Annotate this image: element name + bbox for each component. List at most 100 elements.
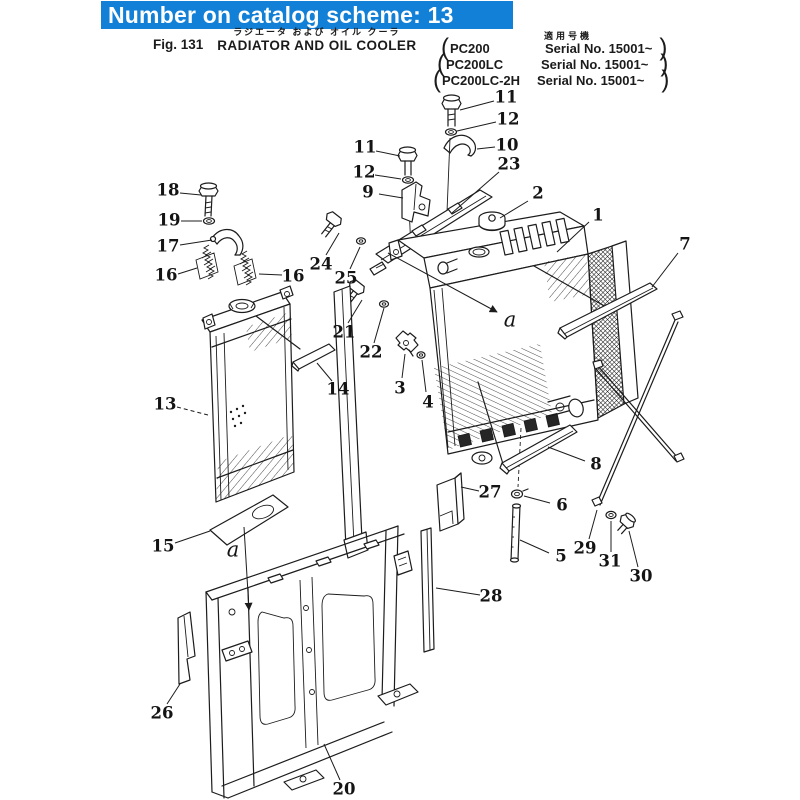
strap-17 — [211, 229, 243, 255]
part-callout-29: 29 — [574, 539, 597, 558]
bracket-26 — [178, 612, 195, 684]
leader-line — [520, 540, 549, 553]
radiator-cap — [479, 212, 505, 231]
leader-line — [452, 172, 499, 213]
leader-line — [375, 175, 401, 179]
leader-line — [244, 527, 253, 611]
part-callout-27: 27 — [479, 483, 502, 502]
leader-line — [629, 531, 638, 567]
part-callout-11: 11 — [354, 138, 377, 157]
core-holes — [229, 404, 247, 428]
part-callout-30: 30 — [630, 567, 653, 586]
leader-line — [259, 274, 282, 275]
leader-line — [324, 744, 340, 780]
leader-line — [422, 360, 426, 392]
banner-text: Number on catalog scheme: 13 — [108, 1, 454, 28]
part-callout-19: 19 — [158, 211, 181, 230]
bolt-11-left — [398, 147, 417, 175]
bracket-9 — [402, 182, 430, 222]
washer-12-top — [446, 129, 457, 135]
washer-19 — [204, 218, 215, 224]
leader-line — [524, 496, 550, 503]
washer-22 — [380, 301, 389, 307]
leader-line — [180, 193, 201, 195]
leader-line — [177, 407, 208, 415]
leader-line — [167, 684, 180, 704]
oil-cooler — [202, 286, 294, 502]
figure-title-japanese: ラジエータ および オイル クーラ — [233, 27, 401, 37]
part-callout-25: 25 — [335, 269, 358, 288]
washer-31 — [606, 511, 616, 518]
part-callout-24: 24 — [310, 255, 333, 274]
part-callout-16: 16 — [282, 267, 305, 286]
part-callout-20: 20 — [333, 780, 356, 799]
part-callout-14: 14 — [327, 380, 350, 399]
part-callout-16: 16 — [155, 266, 178, 285]
clips-16-left — [195, 244, 219, 280]
model-name: PC200 — [450, 40, 490, 56]
figure-number: Fig. 131 — [153, 36, 204, 52]
leader-line — [350, 247, 360, 269]
part-callout-11: 11 — [495, 88, 518, 107]
model-name: PC200LC-2H — [442, 72, 521, 88]
leader-line — [348, 300, 362, 323]
tank-ribs — [500, 218, 569, 255]
part-callout-7: 7 — [679, 235, 690, 254]
bolt-30 — [613, 510, 639, 536]
clamp-6 — [512, 489, 529, 498]
leader-line — [388, 253, 498, 312]
part-callout-21: 21 — [333, 323, 356, 342]
tube-5 — [511, 504, 521, 562]
leader-line — [457, 122, 496, 131]
strap-10 — [444, 135, 476, 156]
leader-line — [589, 510, 597, 539]
bolt-11-top — [442, 95, 461, 126]
serial-range: Serial No. 15001~ — [537, 72, 645, 88]
oil-cooler-filler-cap — [229, 300, 255, 313]
part-callout-18: 18 — [157, 181, 180, 200]
part-callout-12: 12 — [353, 163, 376, 182]
part-callout-2: 2 — [532, 184, 543, 203]
part-callout-6: 6 — [556, 496, 567, 515]
leader-line — [652, 253, 678, 287]
drain-valve-3 — [396, 331, 418, 356]
view-ref-a: a — [504, 308, 517, 332]
leader-line — [376, 151, 400, 156]
part-callout-15: 15 — [152, 537, 175, 556]
serial-range: Serial No. 15001~ — [545, 40, 653, 56]
leader-line — [326, 233, 339, 255]
part-callout-9: 9 — [362, 183, 373, 202]
filler-neck — [469, 247, 489, 257]
ring-4 — [417, 352, 425, 358]
part-callout-22: 22 — [360, 343, 383, 362]
leader-line — [402, 354, 405, 378]
serial-range: Serial No. 15001~ — [541, 56, 649, 72]
stay-rod-assembly — [592, 311, 684, 536]
part-callout-1: 1 — [592, 206, 603, 225]
part-callout-8: 8 — [590, 455, 601, 474]
washer-25 — [357, 238, 366, 244]
bolt-18 — [199, 183, 218, 216]
part-callout-23: 23 — [498, 155, 521, 174]
seal-bar-7 — [558, 283, 657, 339]
bolt-24 — [315, 210, 343, 239]
leader-line — [436, 588, 480, 595]
cover-plate — [210, 495, 288, 545]
hose-outlet — [548, 396, 585, 419]
radiator — [334, 212, 638, 558]
part-callout-28: 28 — [480, 587, 503, 606]
leader-line — [548, 447, 585, 461]
fan-shroud-frame — [206, 526, 418, 798]
figure-title: RADIATOR AND OIL COOLER — [217, 38, 417, 53]
leader-line — [557, 222, 589, 252]
sponge-block-27 — [437, 473, 464, 531]
leader-line — [180, 240, 212, 245]
part-callout-3: 3 — [394, 379, 405, 398]
part-callout-12: 12 — [497, 110, 520, 129]
part-callout-17: 17 — [157, 237, 180, 256]
leader-line — [317, 363, 332, 381]
sponge-strip-28 — [421, 528, 434, 652]
